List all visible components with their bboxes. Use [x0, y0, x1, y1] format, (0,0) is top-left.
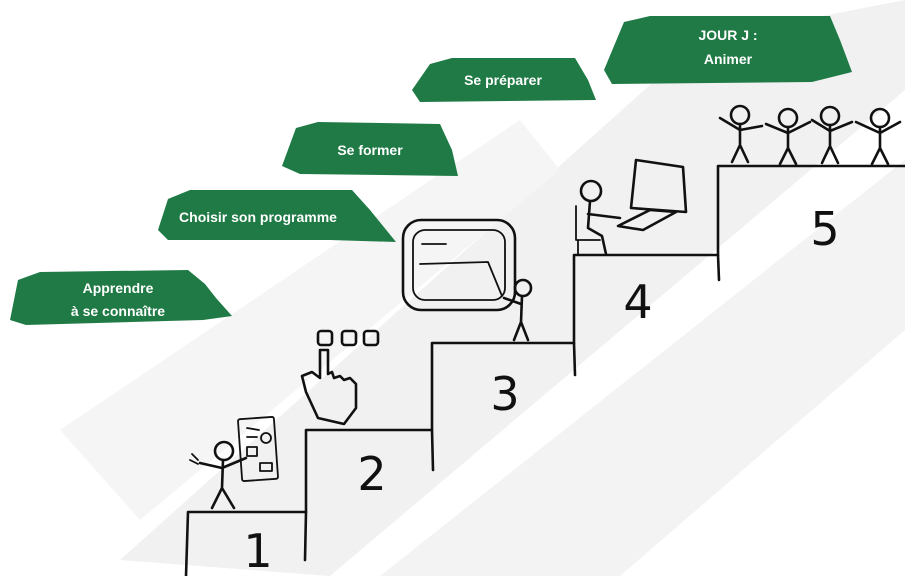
screen-with-person-illustration — [401, 218, 533, 342]
banner-step-1: Apprendre à se connaître — [10, 270, 232, 325]
banner-step-4-line-1: Se préparer — [464, 72, 542, 88]
step-number-4: 4 — [623, 275, 652, 329]
presenter-illustration — [189, 416, 279, 510]
person-at-computer-illustration — [575, 158, 688, 256]
banner-step-3-line-1: Se former — [337, 142, 403, 158]
step-risers — [303, 253, 721, 562]
group-celebrating-illustration — [718, 104, 902, 166]
banner-step-5-line-1: JOUR J : — [698, 27, 757, 43]
step-number-3: 3 — [490, 367, 519, 421]
staircase-outline — [184, 164, 905, 576]
banner-step-2: Choisir son programme — [158, 190, 396, 242]
banner-step-1-line-1: Apprendre — [83, 280, 154, 296]
banner-step-4: Se préparer — [412, 58, 596, 102]
banner-step-5: JOUR J : Animer — [604, 16, 852, 84]
banner-step-3: Se former — [282, 122, 458, 176]
banner-step-2-line-1: Choisir son programme — [179, 209, 337, 225]
hand-pressing-buttons-illustration — [300, 329, 380, 426]
step-number-5: 5 — [810, 202, 839, 256]
step-number-2: 2 — [357, 447, 386, 501]
step-number-1: 1 — [243, 524, 272, 576]
banner-step-1-line-2: à se connaître — [71, 303, 165, 319]
banner-step-5-line-2: Animer — [704, 51, 753, 67]
